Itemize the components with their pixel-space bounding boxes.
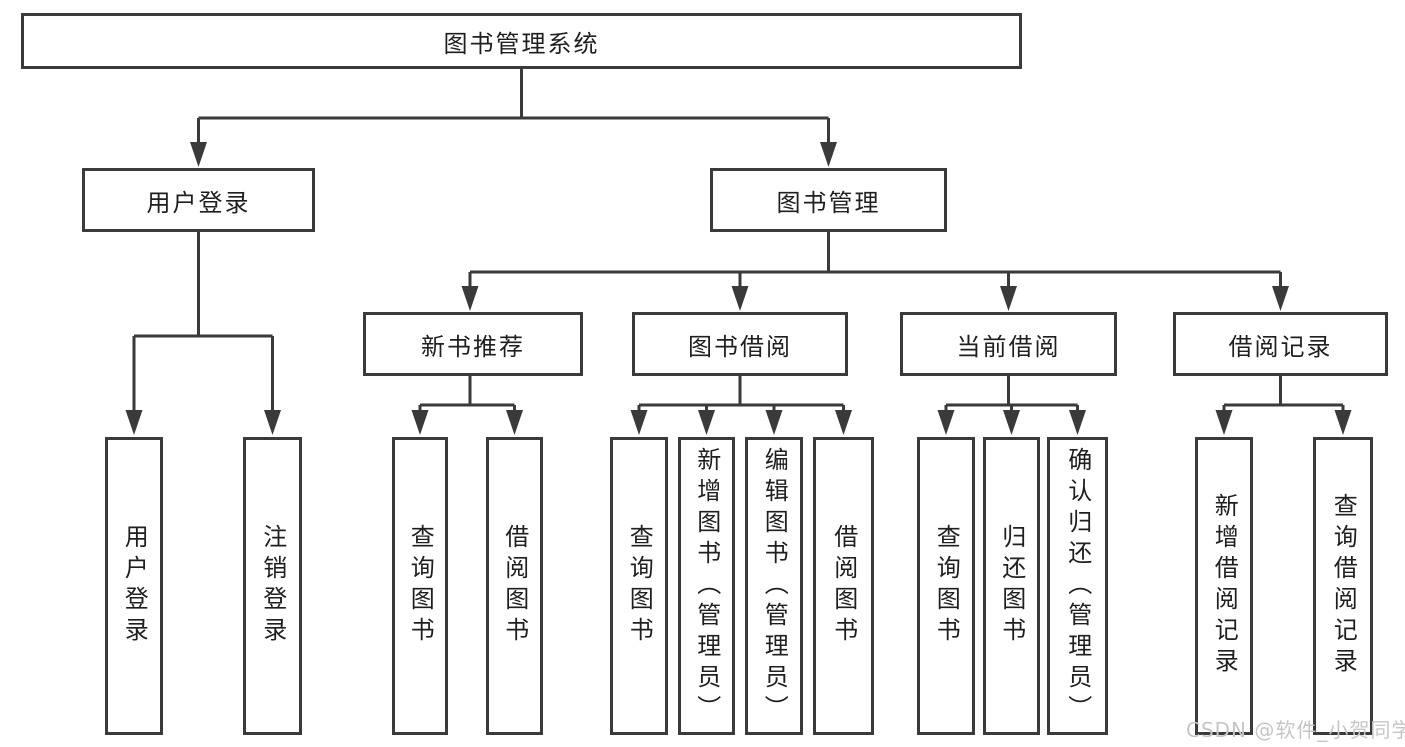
arrowhead-icon [411, 410, 429, 435]
leaf-user-login-label: 用户登录 [120, 524, 149, 648]
arrowhead-icon [731, 286, 749, 311]
connector-book-borrow-to-leaves [630, 375, 852, 435]
node-borrowing-records: 借阅记录 [1173, 312, 1388, 376]
leaf-logout-label: 注销登录 [258, 524, 287, 648]
node-current-borrowing-label: 当前借阅 [956, 332, 1061, 361]
leaf-query-books-current-label: 查询图书 [932, 524, 961, 648]
connector-current-borrow-to-leaves [937, 375, 1086, 435]
leaf-query-books-borrow-label: 查询图书 [625, 524, 654, 648]
leaf-return-books-label: 归还图书 [997, 524, 1026, 648]
node-book-management: 图书管理 [710, 168, 947, 232]
leaf-borrow-books-label: 借阅图书 [829, 524, 858, 648]
node-book-borrowing-label: 图书借阅 [688, 332, 792, 361]
node-library-management-system-label: 图书管理系统 [443, 29, 600, 58]
arrowhead-icon [125, 410, 143, 435]
leaf-borrow-books: 借阅图书 [813, 437, 874, 735]
connector-path [637, 375, 845, 420]
arrowhead-icon [937, 410, 955, 435]
leaf-logout: 注销登录 [243, 437, 302, 735]
arrowhead-icon [506, 410, 523, 435]
connector-book-management-to-level3 [461, 231, 1289, 311]
watermark: CSDN @软件_小贺同学 [1186, 718, 1405, 742]
leaf-edit-books-admin: 编辑图书（管理员） [745, 437, 803, 735]
node-library-management-system: 图书管理系统 [21, 13, 1022, 69]
leaf-edit-books-admin-label: 编辑图书（管理员） [760, 446, 789, 726]
arrowhead-icon [1000, 286, 1017, 311]
arrowhead-icon [630, 410, 648, 435]
leaf-query-books-recommend: 查询图书 [392, 437, 448, 735]
node-user-login-label: 用户登录 [146, 188, 251, 217]
arrowhead-icon [1003, 410, 1020, 435]
leaf-query-books-recommend-label: 查询图书 [406, 524, 435, 648]
arrowhead-icon [835, 410, 852, 435]
node-current-borrowing: 当前借阅 [900, 312, 1117, 376]
leaf-borrow-books-recommend: 借阅图书 [486, 437, 543, 735]
node-user-login: 用户登录 [82, 168, 315, 232]
node-borrowing-records-label: 借阅记录 [1228, 332, 1333, 361]
connector-path [468, 231, 1282, 295]
leaf-add-books-admin-label: 新增图书（管理员） [692, 446, 721, 726]
connector-root-to-level2 [190, 69, 837, 167]
leaf-query-books-current: 查询图书 [917, 437, 975, 735]
arrowhead-icon [820, 142, 837, 167]
arrowhead-icon [1334, 410, 1352, 435]
node-book-borrowing: 图书借阅 [632, 312, 848, 376]
connector-path [197, 69, 830, 150]
leaf-query-borrow-record-label: 查询借阅记录 [1329, 493, 1358, 679]
arrowhead-icon [1215, 410, 1233, 435]
arrowhead-icon [190, 142, 207, 167]
node-new-book-recommendation-label: 新书推荐 [421, 332, 525, 361]
node-book-management-label: 图书管理 [776, 188, 881, 217]
connector-user-login-to-leaves [125, 231, 281, 435]
leaf-return-books: 归还图书 [983, 437, 1040, 735]
connector-borrow-records-to-leaves [1215, 375, 1352, 435]
arrowhead-icon [264, 410, 281, 435]
leaf-confirm-return-admin: 确认归还（管理员） [1047, 437, 1108, 735]
arrowhead-icon [1069, 410, 1086, 435]
leaf-confirm-return-admin-label: 确认归还（管理员） [1063, 446, 1092, 726]
arrowhead-icon [765, 410, 783, 435]
connector-new-book-to-leaves [411, 375, 523, 435]
leaf-add-borrow-record-label: 新增借阅记录 [1210, 493, 1239, 679]
connector-path [132, 231, 274, 420]
leaf-borrow-books-recommend-label: 借阅图书 [500, 524, 529, 648]
leaf-query-borrow-record: 查询借阅记录 [1313, 437, 1373, 735]
node-new-book-recommendation: 新书推荐 [363, 312, 583, 376]
arrowhead-icon [1272, 286, 1289, 311]
leaf-add-borrow-record: 新增借阅记录 [1195, 437, 1253, 735]
connector-path [1222, 375, 1345, 420]
arrowhead-icon [461, 286, 479, 311]
leaf-add-books-admin: 新增图书（管理员） [678, 437, 735, 735]
leaf-user-login: 用户登录 [105, 437, 163, 735]
leaf-query-books-borrow: 查询图书 [610, 437, 668, 735]
arrowhead-icon [698, 410, 715, 435]
connector-path [418, 375, 516, 420]
